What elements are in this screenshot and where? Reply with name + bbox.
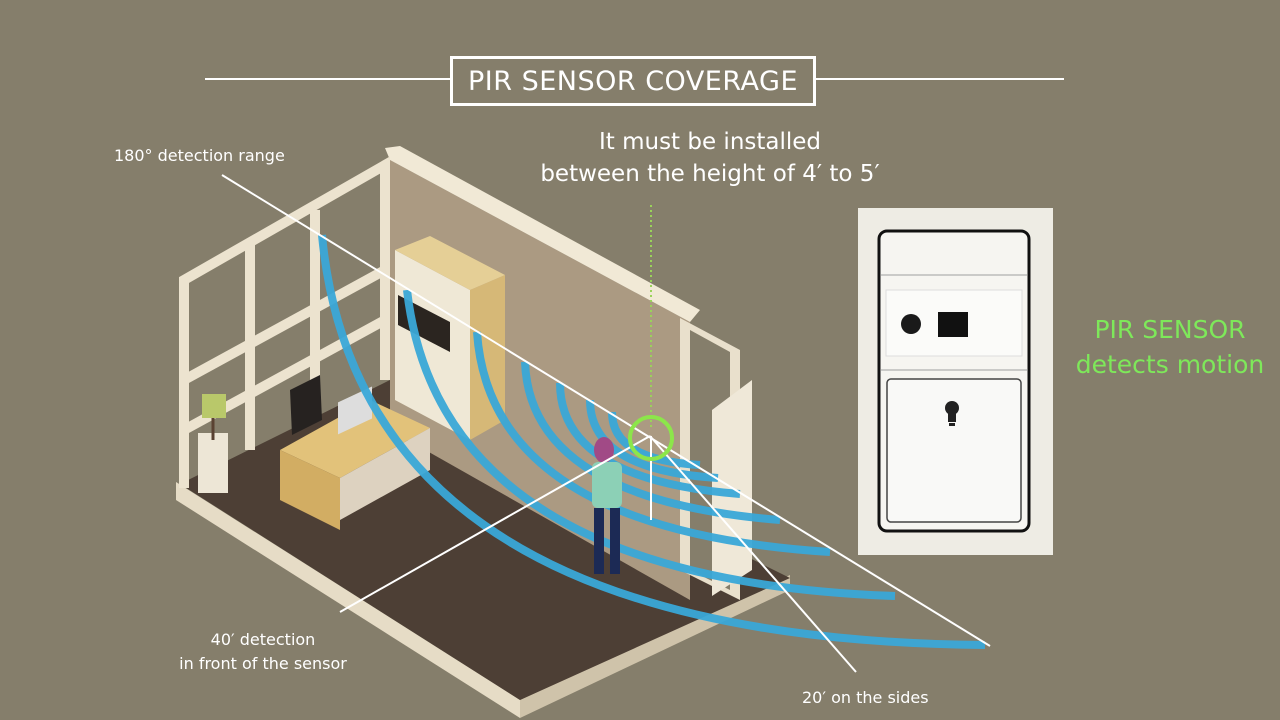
front-label: 40′ detection in front of the sensor <box>178 628 348 676</box>
front-line <box>339 435 651 613</box>
desk-front <box>280 450 340 530</box>
sides-line <box>649 435 857 673</box>
wave-2 <box>403 289 896 600</box>
floor-edge <box>176 482 520 718</box>
sensor-caption-line1: PIR SENSOR <box>1094 315 1246 344</box>
ir-window <box>938 312 968 337</box>
range-line <box>221 174 991 647</box>
plant-top <box>202 394 226 418</box>
wave-6 <box>586 399 719 482</box>
title-rule-left <box>205 78 450 80</box>
lightbulb-icon <box>945 401 959 426</box>
sensor-highlight-circle <box>628 415 674 461</box>
chair <box>290 375 322 435</box>
wall-top <box>385 146 700 322</box>
range-label: 180° detection range <box>114 146 285 165</box>
person <box>592 437 622 574</box>
monitor <box>338 386 372 435</box>
title-rule-right <box>816 78 1064 80</box>
wave-1 <box>318 234 986 649</box>
page-title: PIR SENSOR COVERAGE <box>450 56 816 106</box>
cabinet-top <box>395 236 505 290</box>
cabinet-front <box>395 250 470 440</box>
sensor-caption-line2: detects motion <box>1075 350 1265 379</box>
desk-top <box>280 400 430 478</box>
sensor-caption: PIR SENSOR detects motion <box>1070 312 1270 382</box>
wave-4 <box>521 361 781 524</box>
install-note-line1: It must be installed <box>598 129 822 155</box>
install-note-line2: between the height of 4′ to 5′ <box>540 161 880 187</box>
front-label-line1: 40′ detection <box>210 630 316 649</box>
switch-button <box>886 378 1022 523</box>
front-label-line2: in front of the sensor <box>179 654 347 673</box>
window-wall <box>179 156 390 488</box>
sides-label: 20′ on the sides <box>802 688 929 707</box>
lens-icon <box>901 314 921 334</box>
plant-pot <box>198 433 228 493</box>
floor-edge-right <box>520 575 790 718</box>
install-note: It must be installed between the height … <box>520 126 900 190</box>
